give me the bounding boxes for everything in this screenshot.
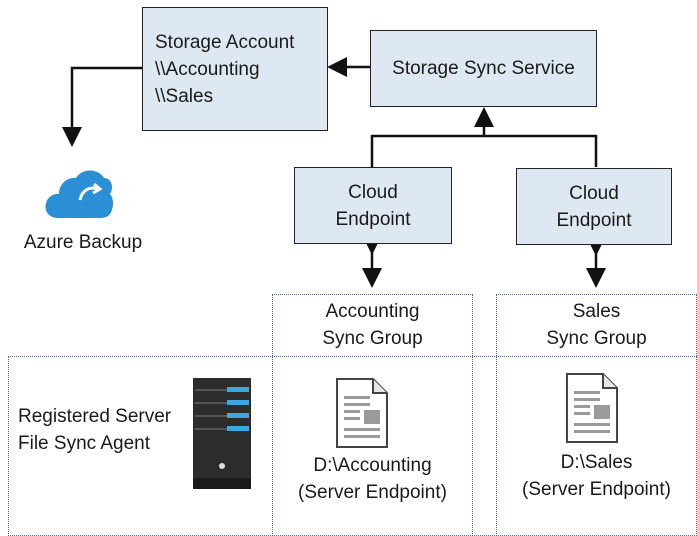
accounting-sync-group-label: Accounting Sync Group (272, 298, 473, 352)
storage-account-share-sales: \\Sales (155, 85, 214, 107)
registered-server-line1: Registered Server (18, 406, 172, 427)
accounting-endpoint-path: D:\Accounting (313, 455, 432, 476)
sales-group-line2: Sync Group (546, 328, 647, 349)
cloud-endpoint-sales-line2: Endpoint (556, 209, 632, 231)
accounting-group-line2: Sync Group (322, 328, 423, 349)
storage-sync-service-label: Storage Sync Service (392, 58, 575, 79)
sales-group-line1: Sales (572, 301, 621, 322)
registered-server-label: Registered Server File Sync Agent (18, 403, 198, 457)
azure-cloud-icon (45, 170, 113, 218)
cloud-endpoint-accounting-box: Cloud Endpoint (294, 167, 452, 244)
server-tower-icon (193, 378, 251, 489)
cloud-endpoint-accounting-line1: Cloud (348, 181, 398, 203)
sales-sync-group-label: Sales Sync Group (496, 298, 697, 352)
document-icon (566, 373, 618, 443)
storage-account-box: Storage Account \\Accounting \\Sales (142, 7, 328, 131)
cloud-endpoint-accounting-line2: Endpoint (335, 208, 411, 230)
accounting-endpoint-type: (Server Endpoint) (298, 482, 447, 503)
endpoints-to-sync-service-link (370, 134, 598, 167)
storage-account-share-accounting: \\Accounting (155, 58, 260, 80)
cloud-endpoint-sales-line1: Cloud (569, 182, 619, 204)
sales-endpoint-type: (Server Endpoint) (522, 479, 671, 500)
storage-sync-service-box: Storage Sync Service (370, 30, 597, 107)
sales-server-endpoint-label: D:\Sales (Server Endpoint) (496, 449, 697, 503)
registered-server-line2: File Sync Agent (18, 433, 151, 454)
document-icon (336, 378, 388, 448)
accounting-group-line1: Accounting (325, 301, 420, 322)
storage-account-title: Storage Account (155, 31, 295, 53)
accounting-server-endpoint-label: D:\Accounting (Server Endpoint) (272, 452, 473, 506)
azure-backup-label: Azure Backup (23, 232, 143, 253)
storage-to-backup-arrow (62, 66, 142, 147)
sales-endpoint-path: D:\Sales (560, 452, 633, 473)
cloud-endpoint-sales-box: Cloud Endpoint (516, 168, 672, 245)
